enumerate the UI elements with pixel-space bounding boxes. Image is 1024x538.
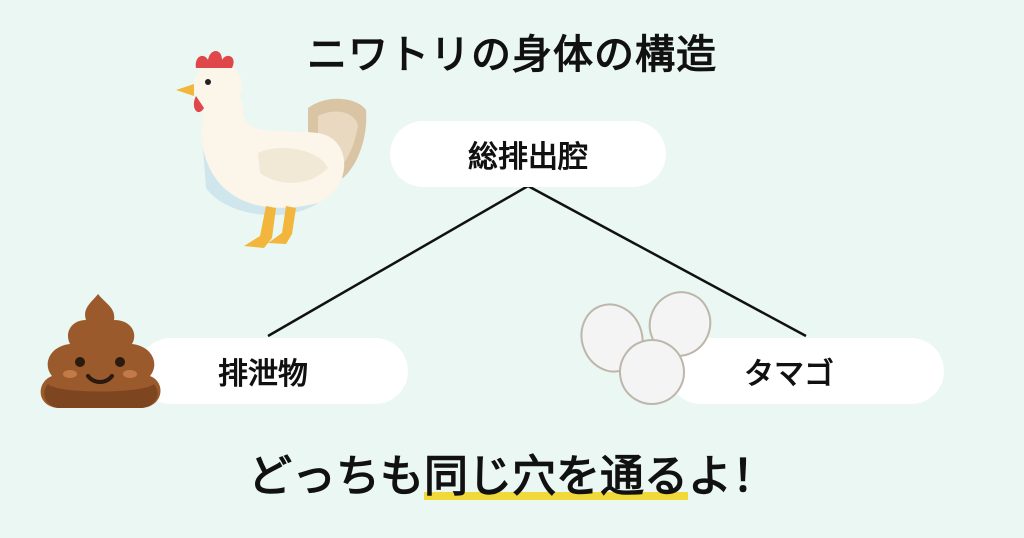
caption-highlight: 同じ穴を通る bbox=[424, 451, 688, 502]
root-node-label: 総排出腔 bbox=[468, 140, 588, 175]
page-title: ニワトリの身体の構造 bbox=[307, 32, 717, 78]
child-node-egg: タマゴ bbox=[668, 338, 944, 404]
connector-left bbox=[267, 184, 529, 338]
caption-after: よ！ bbox=[688, 451, 776, 502]
child-node-excrement: 排泄物 bbox=[138, 338, 408, 404]
caption-before: どっちも bbox=[248, 451, 424, 502]
connector-right bbox=[527, 184, 807, 338]
poop-icon bbox=[40, 294, 161, 408]
eggs-icon bbox=[580, 291, 712, 405]
child-node-label: 排泄物 bbox=[218, 357, 308, 392]
child-node-label: タマゴ bbox=[744, 357, 834, 392]
chicken-icon bbox=[176, 51, 367, 248]
caption: どっちも同じ穴を通るよ！ bbox=[0, 440, 1024, 504]
root-node: 総排出腔 bbox=[390, 121, 666, 187]
